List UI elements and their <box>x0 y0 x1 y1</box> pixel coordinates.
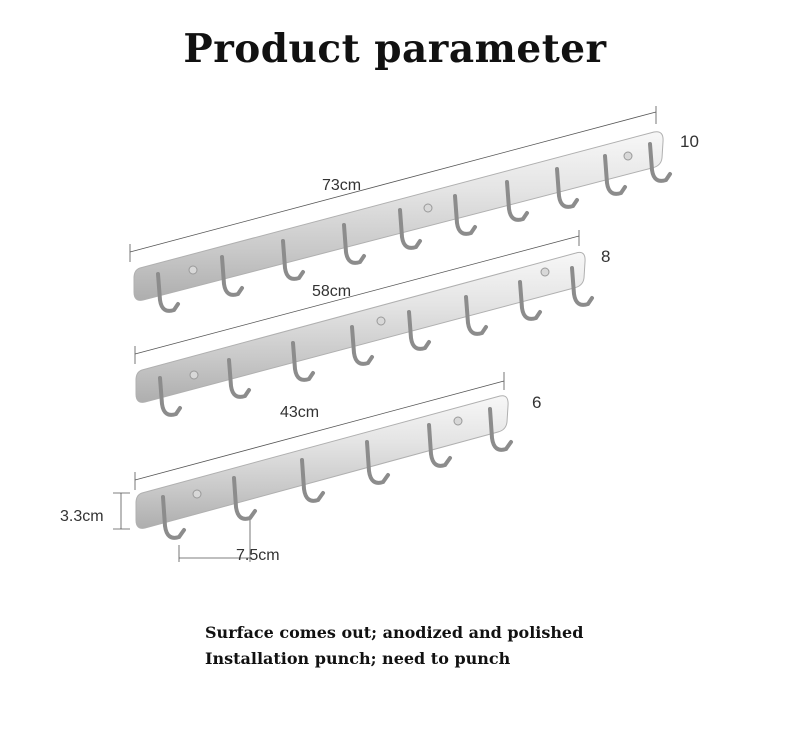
rack-8-hooks: 58cm 8 <box>134 230 610 417</box>
installation-note: Installation punch; need to punch <box>205 649 511 668</box>
height-label: 3.3cm <box>60 508 104 525</box>
rack-6-hooks: 43cm 6 3.3cm 7.5cm <box>60 372 541 564</box>
hook-count-label: 8 <box>601 247 610 266</box>
product-notes: Surface comes out; anodized and polished… <box>205 620 583 672</box>
rack-length-label: 73cm <box>322 177 361 194</box>
hook-spacing-label: 7.5cm <box>236 547 280 564</box>
hook-count-label: 10 <box>680 132 699 151</box>
hook-count-label: 6 <box>532 393 541 412</box>
rack-length-label: 58cm <box>312 283 351 300</box>
rack-length-label: 43cm <box>280 404 319 421</box>
page-title: Product parameter <box>183 26 607 72</box>
surface-note: Surface comes out; anodized and polished <box>205 623 584 642</box>
rack-10-hooks: 73cm 10 <box>129 106 699 313</box>
